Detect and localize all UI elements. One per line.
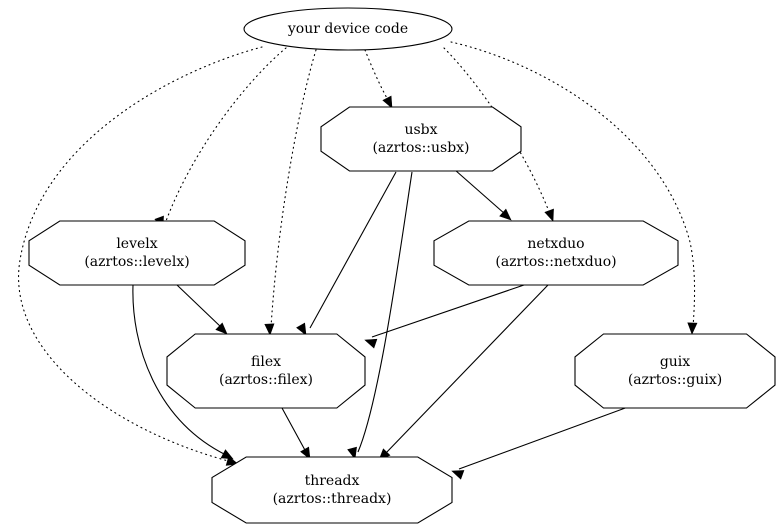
node-shape-octagon[interactable]: [320, 106, 522, 172]
arrowhead-icon: [215, 322, 228, 335]
edge-line: [132, 284, 227, 456]
edge-line: [384, 284, 549, 455]
edge-line: [364, 49, 389, 101]
edge-device-to-levelx: [154, 47, 287, 229]
node-label-secondary: (azrtos::netxduo): [495, 254, 616, 270]
node-guix[interactable]: guix(azrtos::guix): [574, 333, 776, 409]
arrowhead-icon: [347, 446, 357, 460]
edge-netxduo-to-threadx: [378, 284, 549, 461]
edge-line: [458, 402, 640, 470]
edge-line: [165, 47, 287, 222]
edge-levelx-to-filex: [176, 284, 228, 335]
arrowhead-icon: [296, 322, 307, 336]
node-label-primary: netxduo: [527, 236, 584, 252]
node-label-secondary: (azrtos::guix): [628, 372, 722, 388]
node-shape-ellipse[interactable]: [243, 7, 453, 51]
edge-usbx-to-threadx: [347, 171, 413, 460]
edge-device-to-filex: [264, 49, 317, 336]
edge-device-to-usbx: [364, 49, 393, 109]
edge-device-to-guix: [450, 41, 698, 335]
node-netxduo[interactable]: netxduo(azrtos::netxduo): [433, 220, 679, 286]
node-shape-octagon[interactable]: [28, 220, 246, 286]
edge-line: [176, 284, 223, 329]
node-threadx[interactable]: threadx(azrtos::threadx): [211, 456, 453, 524]
arrowhead-icon: [451, 470, 465, 480]
edge-usbx-to-netxduo: [454, 169, 512, 221]
node-label-secondary: (azrtos::levelx): [84, 254, 189, 270]
node-shape-octagon[interactable]: [166, 333, 366, 409]
node-label-primary: levelx: [116, 236, 157, 252]
arrowhead-icon: [544, 208, 554, 222]
node-label-primary: filex: [251, 354, 281, 370]
arrowhead-icon: [300, 446, 311, 460]
edge-layer: [18, 41, 698, 480]
edge-line: [18, 46, 263, 463]
node-label-primary: threadx: [305, 473, 360, 489]
edge-line: [454, 169, 506, 215]
node-levelx[interactable]: levelx(azrtos::levelx): [28, 220, 246, 286]
arrowhead-icon: [264, 323, 275, 336]
edge-line: [357, 171, 413, 453]
node-usbx[interactable]: usbx(azrtos::usbx): [320, 106, 522, 172]
node-label-primary: your device code: [287, 21, 408, 37]
edge-line: [270, 49, 317, 328]
node-shape-octagon[interactable]: [211, 456, 453, 524]
node-label-secondary: (azrtos::threadx): [273, 491, 392, 507]
edge-line: [281, 407, 307, 453]
edge-netxduo-to-filex: [364, 284, 525, 349]
arrowhead-icon: [687, 322, 698, 335]
arrowhead-icon: [220, 449, 234, 460]
edge-line: [450, 41, 696, 328]
node-label-secondary: (azrtos::filex): [219, 372, 313, 388]
node-shape-octagon[interactable]: [574, 333, 776, 409]
node-shape-octagon[interactable]: [433, 220, 679, 286]
node-layer: your device codeusbx(azrtos::usbx)levelx…: [28, 7, 776, 524]
edge-line: [309, 171, 397, 329]
node-label-primary: guix: [660, 354, 690, 370]
node-label-primary: usbx: [404, 122, 437, 138]
node-filex[interactable]: filex(azrtos::filex): [166, 333, 366, 409]
arrowhead-icon: [364, 338, 378, 349]
node-label-secondary: (azrtos::usbx): [372, 140, 469, 156]
node-device[interactable]: your device code: [243, 7, 453, 51]
edge-usbx-to-filex: [296, 171, 397, 336]
arrowhead-icon: [382, 95, 393, 109]
edge-levelx-to-threadx: [132, 284, 234, 460]
edge-filex-to-threadx: [281, 407, 311, 460]
edge-line: [371, 284, 525, 338]
arrowhead-icon: [499, 208, 512, 221]
edge-guix-to-threadx: [451, 402, 640, 480]
